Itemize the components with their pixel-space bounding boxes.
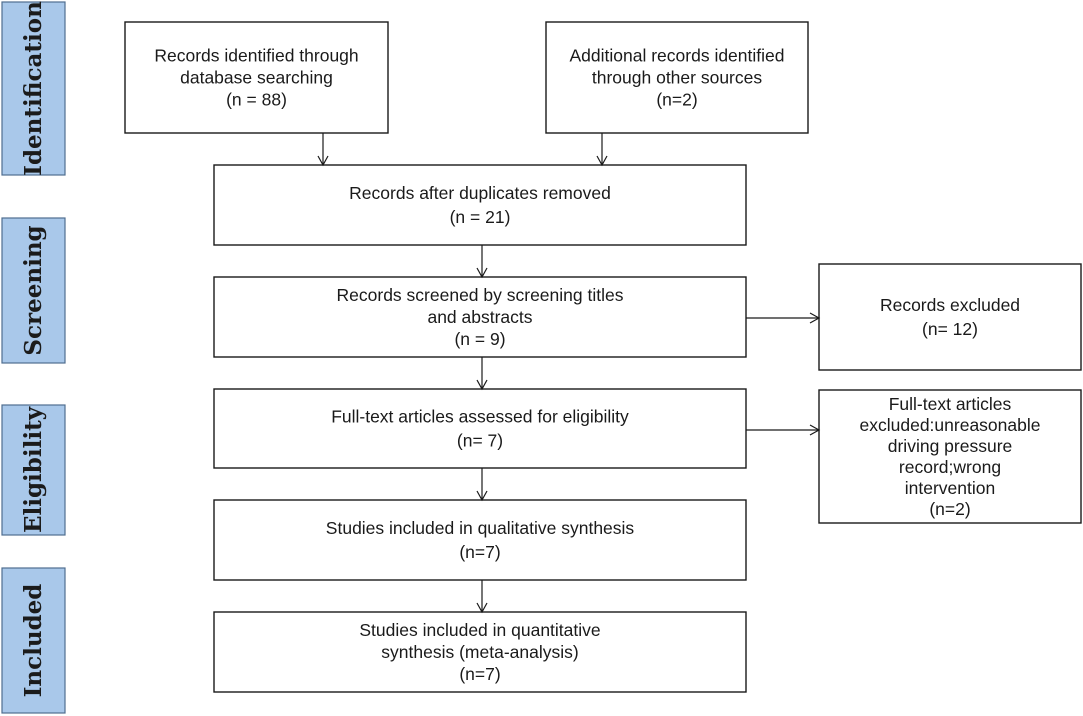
box-text-line: Records after duplicates removed xyxy=(349,183,611,203)
box-text-line: and abstracts xyxy=(427,307,532,327)
box-text-line: (n=2) xyxy=(929,499,970,519)
box-text-line: Studies included in qualitative synthesi… xyxy=(326,518,635,538)
box-screened: Records screened by screening titlesand … xyxy=(213,276,747,358)
box-fulltext-assessed: Full-text articles assessed for eligibil… xyxy=(213,388,747,469)
stage-label-background xyxy=(1,217,66,364)
box-text-line: Studies included in quantitative xyxy=(359,620,600,640)
box-text-line: through other sources xyxy=(592,68,762,88)
box-text-line: (n=7) xyxy=(459,542,500,562)
box-text-line: (n= 12) xyxy=(922,319,978,339)
box-border xyxy=(213,499,747,581)
box-text-line: record;wrong xyxy=(899,457,1001,477)
stage-label-included: Included xyxy=(1,567,66,714)
stage-label-identification: Identification xyxy=(1,1,66,176)
arrow-head xyxy=(317,155,329,167)
stage-label-screening: Screening xyxy=(1,217,66,364)
box-text-line: excluded:unreasonable xyxy=(860,415,1041,435)
arrow-head xyxy=(476,379,488,391)
box-border xyxy=(213,164,747,246)
box-text-line: synthesis (meta-analysis) xyxy=(381,642,578,662)
arrow-head xyxy=(476,490,488,502)
box-text-line: (n= 7) xyxy=(457,431,503,451)
box-text-line: intervention xyxy=(905,478,995,498)
arrow-head xyxy=(809,312,821,324)
box-border xyxy=(545,21,809,134)
stage-label-eligibility: Eligibility xyxy=(1,404,66,536)
stage-label-text: Identification xyxy=(20,1,47,176)
box-text-line: Records screened by screening titles xyxy=(337,285,624,305)
arrow-database-to-duplicates xyxy=(317,133,329,167)
box-text-line: Full-text articles xyxy=(889,394,1012,414)
stage-label-background xyxy=(1,1,66,176)
box-qualitative: Studies included in qualitative synthesi… xyxy=(213,499,747,581)
box-text-line: Records excluded xyxy=(880,295,1020,315)
box-records-excluded: Records excluded (n= 12) xyxy=(818,263,1082,371)
box-text-line: driving pressure xyxy=(888,436,1013,456)
box-text-line: (n = 21) xyxy=(450,207,511,227)
stage-label-text: Screening xyxy=(20,225,47,355)
box-border xyxy=(124,21,389,134)
arrow-head xyxy=(809,424,821,436)
box-text-line: Full-text articles assessed for eligibil… xyxy=(331,407,629,427)
arrow-fulltext-to-excluded xyxy=(746,424,821,436)
arrow-other-to-duplicates xyxy=(596,133,608,167)
box-border xyxy=(818,389,1082,524)
box-border xyxy=(818,263,1082,371)
box-text-line: (n = 88) xyxy=(226,90,287,110)
box-duplicates-removed: Records after duplicates removed (n = 21) xyxy=(213,164,747,246)
box-text-line: Additional records identified xyxy=(570,46,785,66)
box-text-line: (n=7) xyxy=(459,664,500,684)
box-text-line: database searching xyxy=(180,68,333,88)
stage-label-text: Eligibility xyxy=(20,406,47,533)
stage-label-background xyxy=(1,567,66,714)
arrow-duplicates-to-screened xyxy=(476,245,488,279)
arrow-head xyxy=(476,602,488,614)
box-border xyxy=(213,611,747,693)
box-quantitative: Studies included in quantitativesynthesi… xyxy=(213,611,747,693)
stage-label-text: Included xyxy=(20,584,47,698)
box-fulltext-excluded: Full-text articlesexcluded:unreasonabled… xyxy=(818,389,1082,524)
box-text-line: (n = 9) xyxy=(454,329,505,349)
arrow-screened-to-fulltext xyxy=(476,357,488,391)
stage-label-background xyxy=(1,404,66,536)
arrow-head xyxy=(476,267,488,279)
box-border xyxy=(213,276,747,358)
box-border xyxy=(213,388,747,469)
arrow-fulltext-to-qualitative xyxy=(476,468,488,502)
box-text-line: Records identified through xyxy=(154,46,358,66)
arrow-screened-to-excluded xyxy=(746,312,821,324)
arrow-head xyxy=(596,155,608,167)
arrow-qualitative-to-quantitative xyxy=(476,580,488,614)
box-text-line: (n=2) xyxy=(656,90,697,110)
